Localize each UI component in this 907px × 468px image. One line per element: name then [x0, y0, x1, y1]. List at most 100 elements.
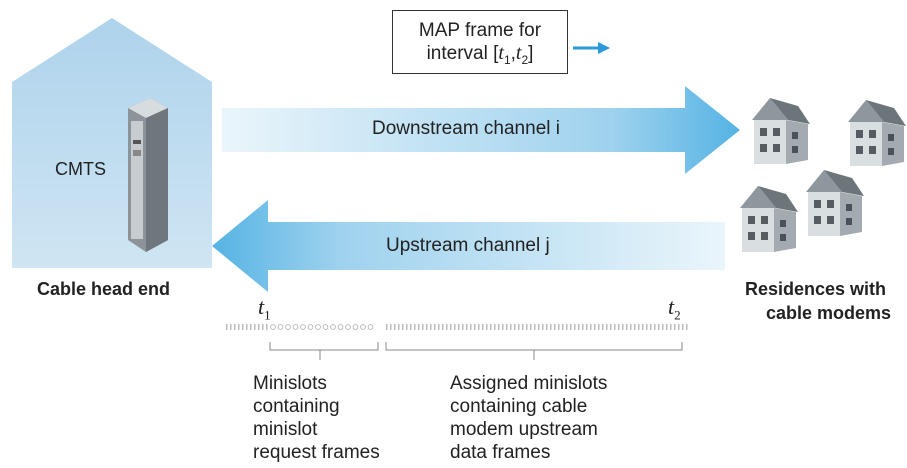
- upstream-arrow: [212, 200, 725, 292]
- assigned-minislot: [562, 324, 564, 330]
- assigned-minislot: [634, 324, 636, 330]
- minislot-tick: [262, 324, 264, 330]
- assigned-minislot: [622, 324, 624, 330]
- assigned-minislot: [514, 324, 516, 330]
- minislot-tick: [258, 324, 260, 330]
- assigned-minislot: [546, 324, 548, 330]
- assigned-minislot: [542, 324, 544, 330]
- assigned-minislot: [454, 324, 456, 330]
- assigned-minislot: [426, 324, 428, 330]
- assigned-minislot: [494, 324, 496, 330]
- request-minislot: [330, 324, 336, 330]
- assigned-minislot: [662, 324, 664, 330]
- assigned-minislot: [670, 324, 672, 330]
- assigned-minislot: [534, 324, 536, 330]
- assigned-minislot: [626, 324, 628, 330]
- assigned-minislot: [406, 324, 408, 330]
- request-minislot: [322, 324, 329, 330]
- map-frame-line1: MAP frame for: [418, 20, 542, 41]
- residences-label-line1: Residences with: [745, 279, 887, 299]
- assigned-minislot: [538, 324, 540, 330]
- assigned-minislot: [434, 324, 436, 330]
- map-frame-line2: interval [t1,t2]: [426, 42, 534, 67]
- assigned-minislot: [582, 324, 584, 330]
- request-minislots-text: Minislots containing minislot request fr…: [253, 373, 380, 463]
- assigned-minislot: [558, 324, 560, 330]
- assigned-minislot: [678, 324, 680, 330]
- minislot-tick: [234, 324, 236, 330]
- request-minislot: [367, 324, 374, 330]
- assigned-minislot: [666, 324, 668, 330]
- assigned-minislot: [602, 324, 604, 330]
- minislot-tick: [250, 324, 252, 330]
- assigned-minislot: [550, 324, 552, 330]
- request-minislot: [352, 324, 359, 330]
- t1-label: t1: [258, 294, 271, 323]
- cable-head-end-label: Cable head end: [37, 279, 171, 299]
- request-minislot: [277, 324, 284, 330]
- minislot-request-brace: [269, 342, 379, 360]
- minislot-tick: [254, 324, 256, 330]
- head-end-building: [12, 18, 212, 268]
- assigned-minislot: [490, 324, 492, 330]
- assigned-minislot: [498, 324, 500, 330]
- downstream-arrow: [222, 86, 740, 174]
- minislot-tick: [266, 324, 268, 330]
- cmts-cabinet-icon: [128, 98, 168, 252]
- assigned-minislots-text: Assigned minislots containing cable mode…: [450, 373, 608, 463]
- assigned-minislot: [650, 324, 652, 330]
- assigned-minislot: [614, 324, 616, 330]
- minislot-tick: [226, 324, 228, 330]
- assigned-minislot: [458, 324, 460, 330]
- assigned-minislot: [394, 324, 396, 330]
- assigned-minislot: [518, 324, 520, 330]
- assigned-minislot: [530, 324, 532, 330]
- assigned-minislot: [414, 324, 416, 330]
- request-minislot: [292, 324, 299, 330]
- downstream-channel-label: Downstream channel i: [372, 118, 560, 139]
- minislot-tick: [242, 324, 244, 330]
- assigned-minislot: [438, 324, 440, 330]
- assigned-minislot: [594, 324, 596, 330]
- assigned-minislot: [398, 324, 400, 330]
- assigned-minislot: [658, 324, 660, 330]
- request-minislot: [300, 324, 306, 330]
- assigned-minislot: [590, 324, 592, 330]
- assigned-minislot: [410, 324, 412, 330]
- assigned-minislot: [462, 324, 464, 330]
- request-minislot: [360, 324, 366, 330]
- house-icon: [752, 98, 810, 164]
- assigned-minislot: [522, 324, 524, 330]
- assigned-minislot: [574, 324, 576, 330]
- assigned-minislot: [586, 324, 588, 330]
- upstream-channel-label: Upstream channel j: [386, 235, 550, 256]
- assigned-minislot: [422, 324, 424, 330]
- assigned-minislot: [682, 324, 684, 330]
- house-icon: [848, 100, 906, 166]
- assigned-minislot: [578, 324, 580, 330]
- request-minislot: [285, 324, 291, 330]
- assigned-minislot: [570, 324, 572, 330]
- assigned-minislot: [598, 324, 600, 330]
- house-icon: [740, 186, 798, 252]
- cmts-label: CMTS: [55, 159, 106, 179]
- assigned-minislot: [386, 324, 388, 330]
- minislot-tick: [238, 324, 240, 330]
- t2-label: t2: [668, 294, 681, 323]
- request-minislot: [337, 324, 344, 330]
- assigned-minislot: [642, 324, 644, 330]
- map-frame-arrow: [573, 42, 610, 54]
- assigned-minislot: [474, 324, 476, 330]
- request-minislot: [345, 324, 351, 330]
- request-minislot: [315, 324, 321, 330]
- assigned-minislot: [502, 324, 504, 330]
- assigned-minislot: [554, 324, 556, 330]
- request-minislot: [270, 324, 276, 330]
- assigned-minislot: [686, 324, 688, 330]
- assigned-minislot: [390, 324, 392, 330]
- assigned-minislot: [630, 324, 632, 330]
- residences-label-line2: cable modems: [766, 303, 892, 323]
- assigned-minislot: [510, 324, 512, 330]
